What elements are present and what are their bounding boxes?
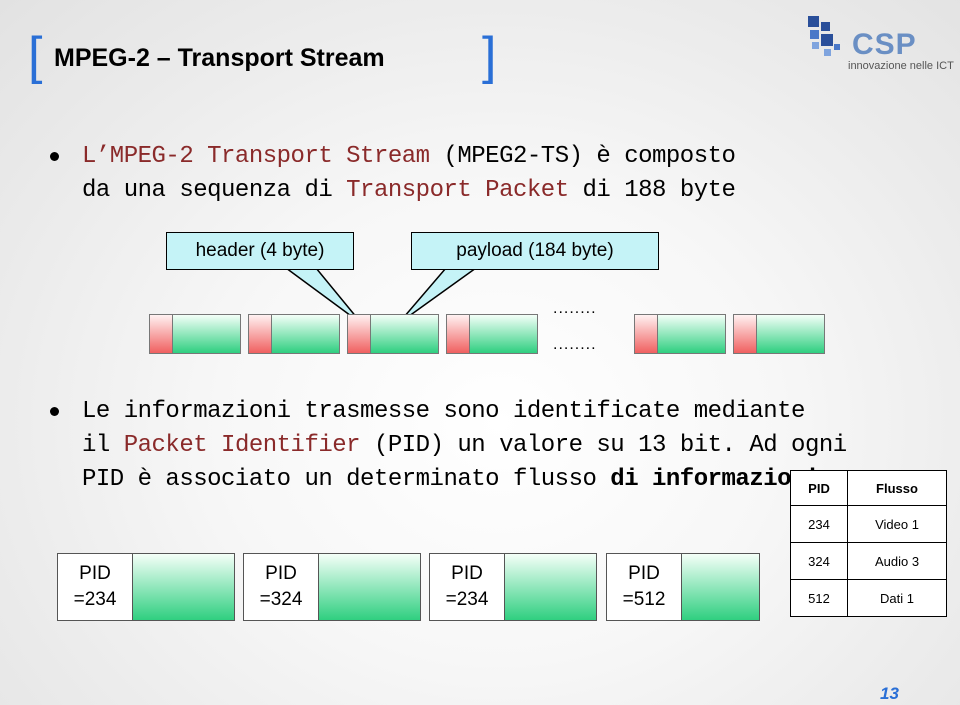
pid-block: PID =234 [57,553,235,621]
title-close-bracket: ] [482,27,497,85]
bullet-dot-1 [50,152,59,161]
transport-packet [347,314,439,354]
pid-block-payload [682,554,759,620]
bullet2-text-b: (PID) un valore su 13 bit. Ad ogni [373,432,847,459]
bullet2-line3: PID è associato un determinato flusso di… [82,463,819,497]
transport-packet [149,314,241,354]
logo-tagline: innovazione nelle ICT [848,60,954,72]
packet-header [635,315,658,353]
transport-packet [248,314,340,354]
table-cell-pid: 234 [790,505,848,543]
pid-block-label: PID [265,563,297,584]
logo-name: CSP [852,28,917,61]
slide-title: MPEG-2 – Transport Stream [54,44,385,72]
pid-block: PID =324 [243,553,421,621]
pid-block-payload [133,554,234,620]
table-header-pid: PID [790,470,848,506]
bullet1-line2: da una sequenza di Transport Packet di 1… [82,174,736,208]
bullet-dot-2 [50,407,59,416]
pid-block-payload [319,554,420,620]
pid-block-value: =512 [622,589,666,610]
ellipsis-dots: ........ [553,300,597,317]
csp-logo-icon [808,16,840,56]
table-row: 324 Audio 3 [790,542,947,580]
bullet2-term-flusso: di informazioni [610,466,819,493]
table-row: 234 Video 1 [790,505,947,543]
bullet2-term-pid: Packet Identifier [123,432,374,459]
bullet2-text-c: PID è associato un determinato flusso [82,466,611,493]
bullet1-line1: L’MPEG-2 Transport Stream (MPEG2-TS) è c… [82,140,736,174]
header-callout: header (4 byte) [166,232,354,270]
table-header-row: PID Flusso [790,470,947,506]
table-header-flusso: Flusso [847,470,947,506]
bullet1-text-c: di 188 byte [582,177,736,204]
table-cell-pid: 324 [790,542,848,580]
table-cell-pid: 512 [790,579,848,617]
packet-header [249,315,272,353]
pid-block-label: PID [79,563,111,584]
packet-header [447,315,470,353]
bullet1-text-b: da una sequenza di [82,177,347,204]
table-cell-flusso: Audio 3 [847,542,947,580]
pid-block-value: =324 [259,589,303,610]
pid-block: PID =512 [606,553,760,621]
bullet2-text-a: il [82,432,124,459]
table-cell-flusso: Dati 1 [847,579,947,617]
pid-table: PID Flusso 234 Video 1 324 Audio 3 512 D… [790,470,947,617]
pid-block-payload [505,554,596,620]
bullet2-line2: il Packet Identifier (PID) un valore su … [82,429,847,463]
pid-block-value: =234 [445,589,489,610]
packet-header [734,315,757,353]
packet-header [348,315,371,353]
title-open-bracket: [ [28,27,43,85]
packet-header [150,315,173,353]
transport-packet [634,314,726,354]
bullet1-term-packet: Transport Packet [346,177,583,204]
pid-block: PID =234 [429,553,597,621]
table-row: 512 Dati 1 [790,579,947,617]
bullet1-text-a: (MPEG2-TS) è composto [443,143,736,170]
pid-block-label: PID [451,563,483,584]
payload-callout: payload (184 byte) [411,232,659,270]
pid-block-value: =234 [73,589,117,610]
table-cell-flusso: Video 1 [847,505,947,543]
page-number: 13 [880,684,899,703]
transport-packet [733,314,825,354]
bullet2-line1: Le informazioni trasmesse sono identific… [82,398,805,425]
transport-packet [446,314,538,354]
pid-block-label: PID [628,563,660,584]
bullet1-term-mpeg: L’MPEG-2 Transport Stream [82,143,444,170]
ellipsis-dots: ........ [553,336,597,353]
